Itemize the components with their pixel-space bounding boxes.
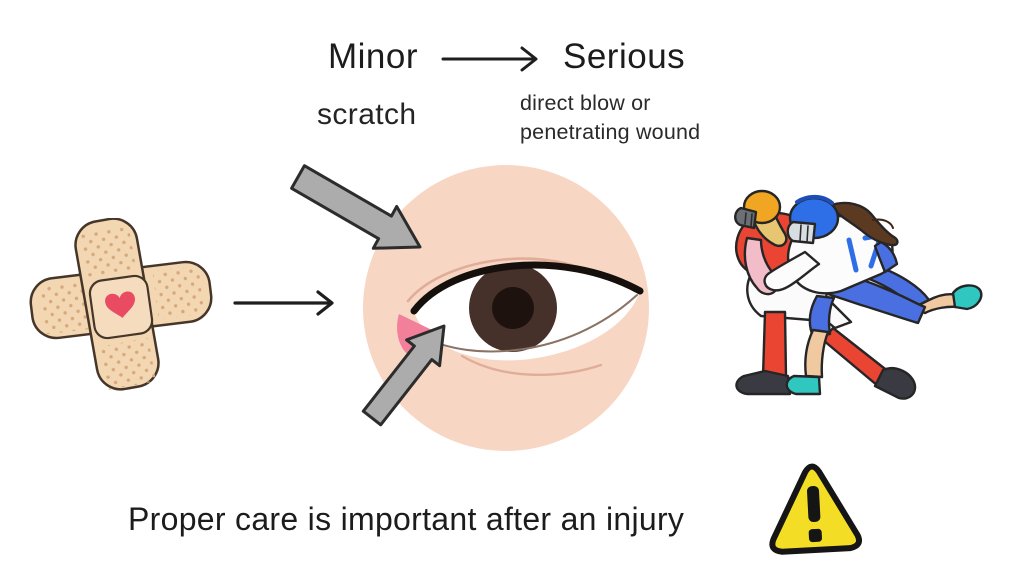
caruncle: [397, 314, 434, 355]
blue-pants-front-knee: [808, 294, 836, 336]
blue-sleeve: [873, 240, 899, 274]
lower-impact-arrow: [361, 324, 446, 427]
front-shin: [804, 328, 830, 379]
heart-icon: [105, 291, 135, 318]
white-jersey-arm: [763, 250, 821, 292]
bandage-strip-vertical: [74, 218, 160, 391]
serious-example-line2: penetrating wound: [520, 120, 701, 144]
exclamation-dot: [808, 528, 822, 543]
dark-shoe-front: [735, 369, 792, 396]
tackle-illustration: [734, 189, 983, 400]
serious-example-line1: direct blow or: [520, 91, 651, 115]
dark-shoe-back: [873, 367, 917, 400]
minor-label: Minor: [328, 37, 419, 76]
bandage-to-eye-arrow: [233, 290, 334, 316]
minor-example-label: scratch: [317, 98, 417, 131]
teal-shoe-front: [785, 374, 822, 396]
pupil: [492, 287, 534, 329]
footer-message: Proper care is important after an injury: [128, 501, 685, 537]
eye-illustration: [290, 164, 649, 451]
lower-eyelid-crease: [460, 354, 603, 377]
red-sock-front: [761, 310, 788, 379]
bandage-illustration: [29, 218, 213, 391]
teal-shoe-back: [951, 284, 983, 311]
serious-example-label: direct blow or penetrating wound: [520, 89, 700, 147]
iris: [469, 265, 557, 352]
lower-lid-line: [425, 294, 638, 353]
exclamation-bar: [807, 485, 821, 523]
minor-to-serious-arrow: [441, 46, 538, 72]
brown-hair: [827, 201, 899, 247]
serious-label: Serious: [563, 37, 686, 76]
warning-triangle-icon: [769, 463, 862, 555]
upper-impact-arrow: [290, 164, 422, 250]
upper-lash-line: [410, 261, 644, 315]
bandage-pad: [88, 274, 154, 340]
blue-helmet-stripe: [795, 194, 834, 205]
